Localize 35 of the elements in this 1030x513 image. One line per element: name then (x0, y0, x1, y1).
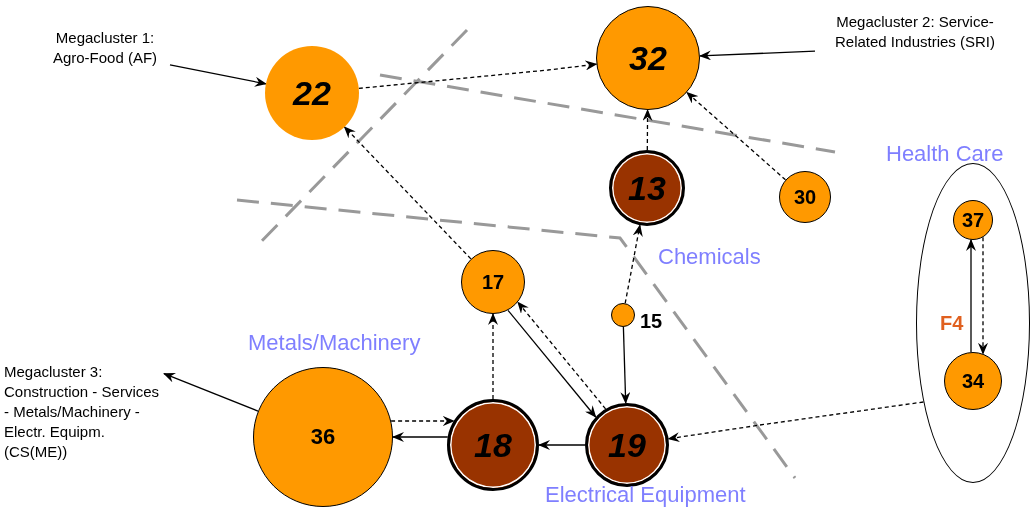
arrow (966, 238, 976, 353)
group-label: F4 (940, 313, 964, 333)
arrow (488, 313, 498, 400)
group-heading: Health Care (886, 143, 1004, 165)
cluster-number: 32 (629, 41, 667, 75)
cluster-number: 13 (628, 171, 666, 205)
arrow (620, 326, 631, 404)
cluster-number: 22 (293, 76, 331, 110)
arrow (699, 50, 816, 61)
arrow (538, 440, 586, 450)
arrow (392, 432, 449, 442)
cluster-number: 18 (474, 428, 512, 462)
sector-label: Metals/Machinery (248, 332, 421, 354)
cluster-number: 19 (608, 428, 646, 462)
sector-label: Electrical Equipment (545, 484, 746, 506)
arrow (642, 109, 653, 151)
annotation-text: Megacluster 1: Agro-Food (AF) (40, 28, 170, 68)
annotation-text: Megacluster 2: Service-Related Industries (SRI) (815, 12, 1015, 52)
arrow (343, 126, 472, 260)
cluster-number: 34 (961, 371, 985, 391)
cluster-number: 17 (481, 272, 505, 292)
cluster-number: 37 (961, 210, 985, 230)
arrow (517, 301, 607, 410)
arrow (163, 372, 259, 412)
cluster-number: 36 (310, 426, 336, 448)
arrow (169, 64, 267, 87)
arrow (667, 401, 925, 443)
sector-label: Chemicals (658, 246, 761, 268)
annotation-text: Megacluster 3: Construction - Services - Metals/Machinery - Electr. Equipm. (CS(ME)) (4, 362, 164, 462)
arrow (358, 60, 598, 90)
arrow (686, 91, 787, 181)
arrow (507, 309, 597, 418)
arrow (624, 224, 643, 304)
cluster-number: 15 (640, 311, 663, 331)
cluster-number: 30 (793, 187, 817, 207)
